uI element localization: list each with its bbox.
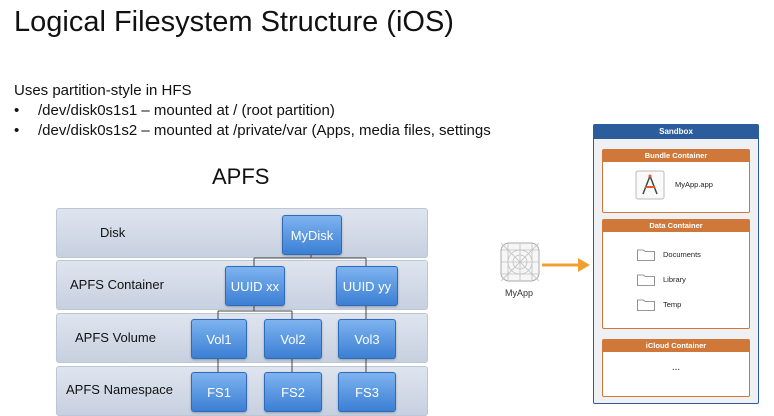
- node-vol3: Vol3: [338, 319, 396, 359]
- icloud-container: iCloud Container ...: [602, 339, 750, 397]
- icloud-content: ...: [671, 362, 681, 373]
- data-container: Data Container Documents Library Temp: [602, 219, 750, 329]
- folder-icon: [637, 249, 655, 261]
- node-mydisk: MyDisk: [282, 215, 342, 255]
- folder-icon: [637, 274, 655, 286]
- app-placeholder-icon: [500, 242, 540, 282]
- node-fs3: FS3: [338, 372, 396, 412]
- icloud-container-title: iCloud Container: [603, 340, 749, 352]
- node-vol1: Vol1: [191, 319, 247, 359]
- bundle-item-label: MyApp.app: [675, 180, 713, 189]
- layer-label-container: APFS Container: [70, 277, 164, 292]
- layer-label-disk: Disk: [100, 225, 126, 240]
- bullet-text: /dev/disk0s1s2 – mounted at /private/var…: [38, 122, 491, 139]
- myapp-label: MyApp: [505, 288, 534, 298]
- intro-text: Uses partition-style in HFS: [14, 82, 192, 99]
- sandbox-title: Sandbox: [594, 125, 758, 139]
- folder-icon: [637, 299, 655, 311]
- bullet-list: • /dev/disk0s1s1 – mounted at / (root par…: [14, 101, 500, 141]
- sandbox-panel: Sandbox Bundle Container MyApp.app Data …: [593, 124, 759, 404]
- arrow-right-icon: [542, 258, 590, 272]
- node-uuid-xx: UUID xx: [225, 266, 285, 306]
- layer-label-volume: APFS Volume: [75, 330, 156, 345]
- folder-row-documents: Documents: [637, 246, 701, 262]
- layer-disk: [56, 208, 428, 258]
- data-container-title: Data Container: [603, 220, 749, 232]
- folder-label: Library: [663, 274, 686, 284]
- app-bundle-icon: [635, 170, 665, 200]
- folder-row-temp: Temp: [637, 296, 681, 312]
- bullet-text: /dev/disk0s1s1 – mounted at / (root part…: [38, 102, 335, 119]
- bullet-marker: •: [14, 102, 20, 119]
- bullet-item: • /dev/disk0s1s2 – mounted at /private/va…: [14, 121, 500, 141]
- bullet-item: • /dev/disk0s1s1 – mounted at / (root par…: [14, 101, 500, 121]
- folder-label: Documents: [663, 249, 701, 259]
- bullet-marker: •: [14, 122, 20, 139]
- node-fs1: FS1: [191, 372, 247, 412]
- folder-label: Temp: [663, 299, 682, 309]
- apfs-title: APFS: [212, 164, 270, 189]
- slide-title: Logical Filesystem Structure (iOS): [14, 6, 454, 38]
- node-uuid-yy: UUID yy: [336, 266, 398, 306]
- bundle-container-title: Bundle Container: [603, 150, 749, 162]
- folder-row-library: Library: [637, 271, 686, 287]
- node-vol2: Vol2: [264, 319, 322, 359]
- layer-label-namespace: APFS Namespace: [66, 382, 173, 397]
- node-fs2: FS2: [264, 372, 322, 412]
- bundle-container: Bundle Container MyApp.app: [602, 149, 750, 213]
